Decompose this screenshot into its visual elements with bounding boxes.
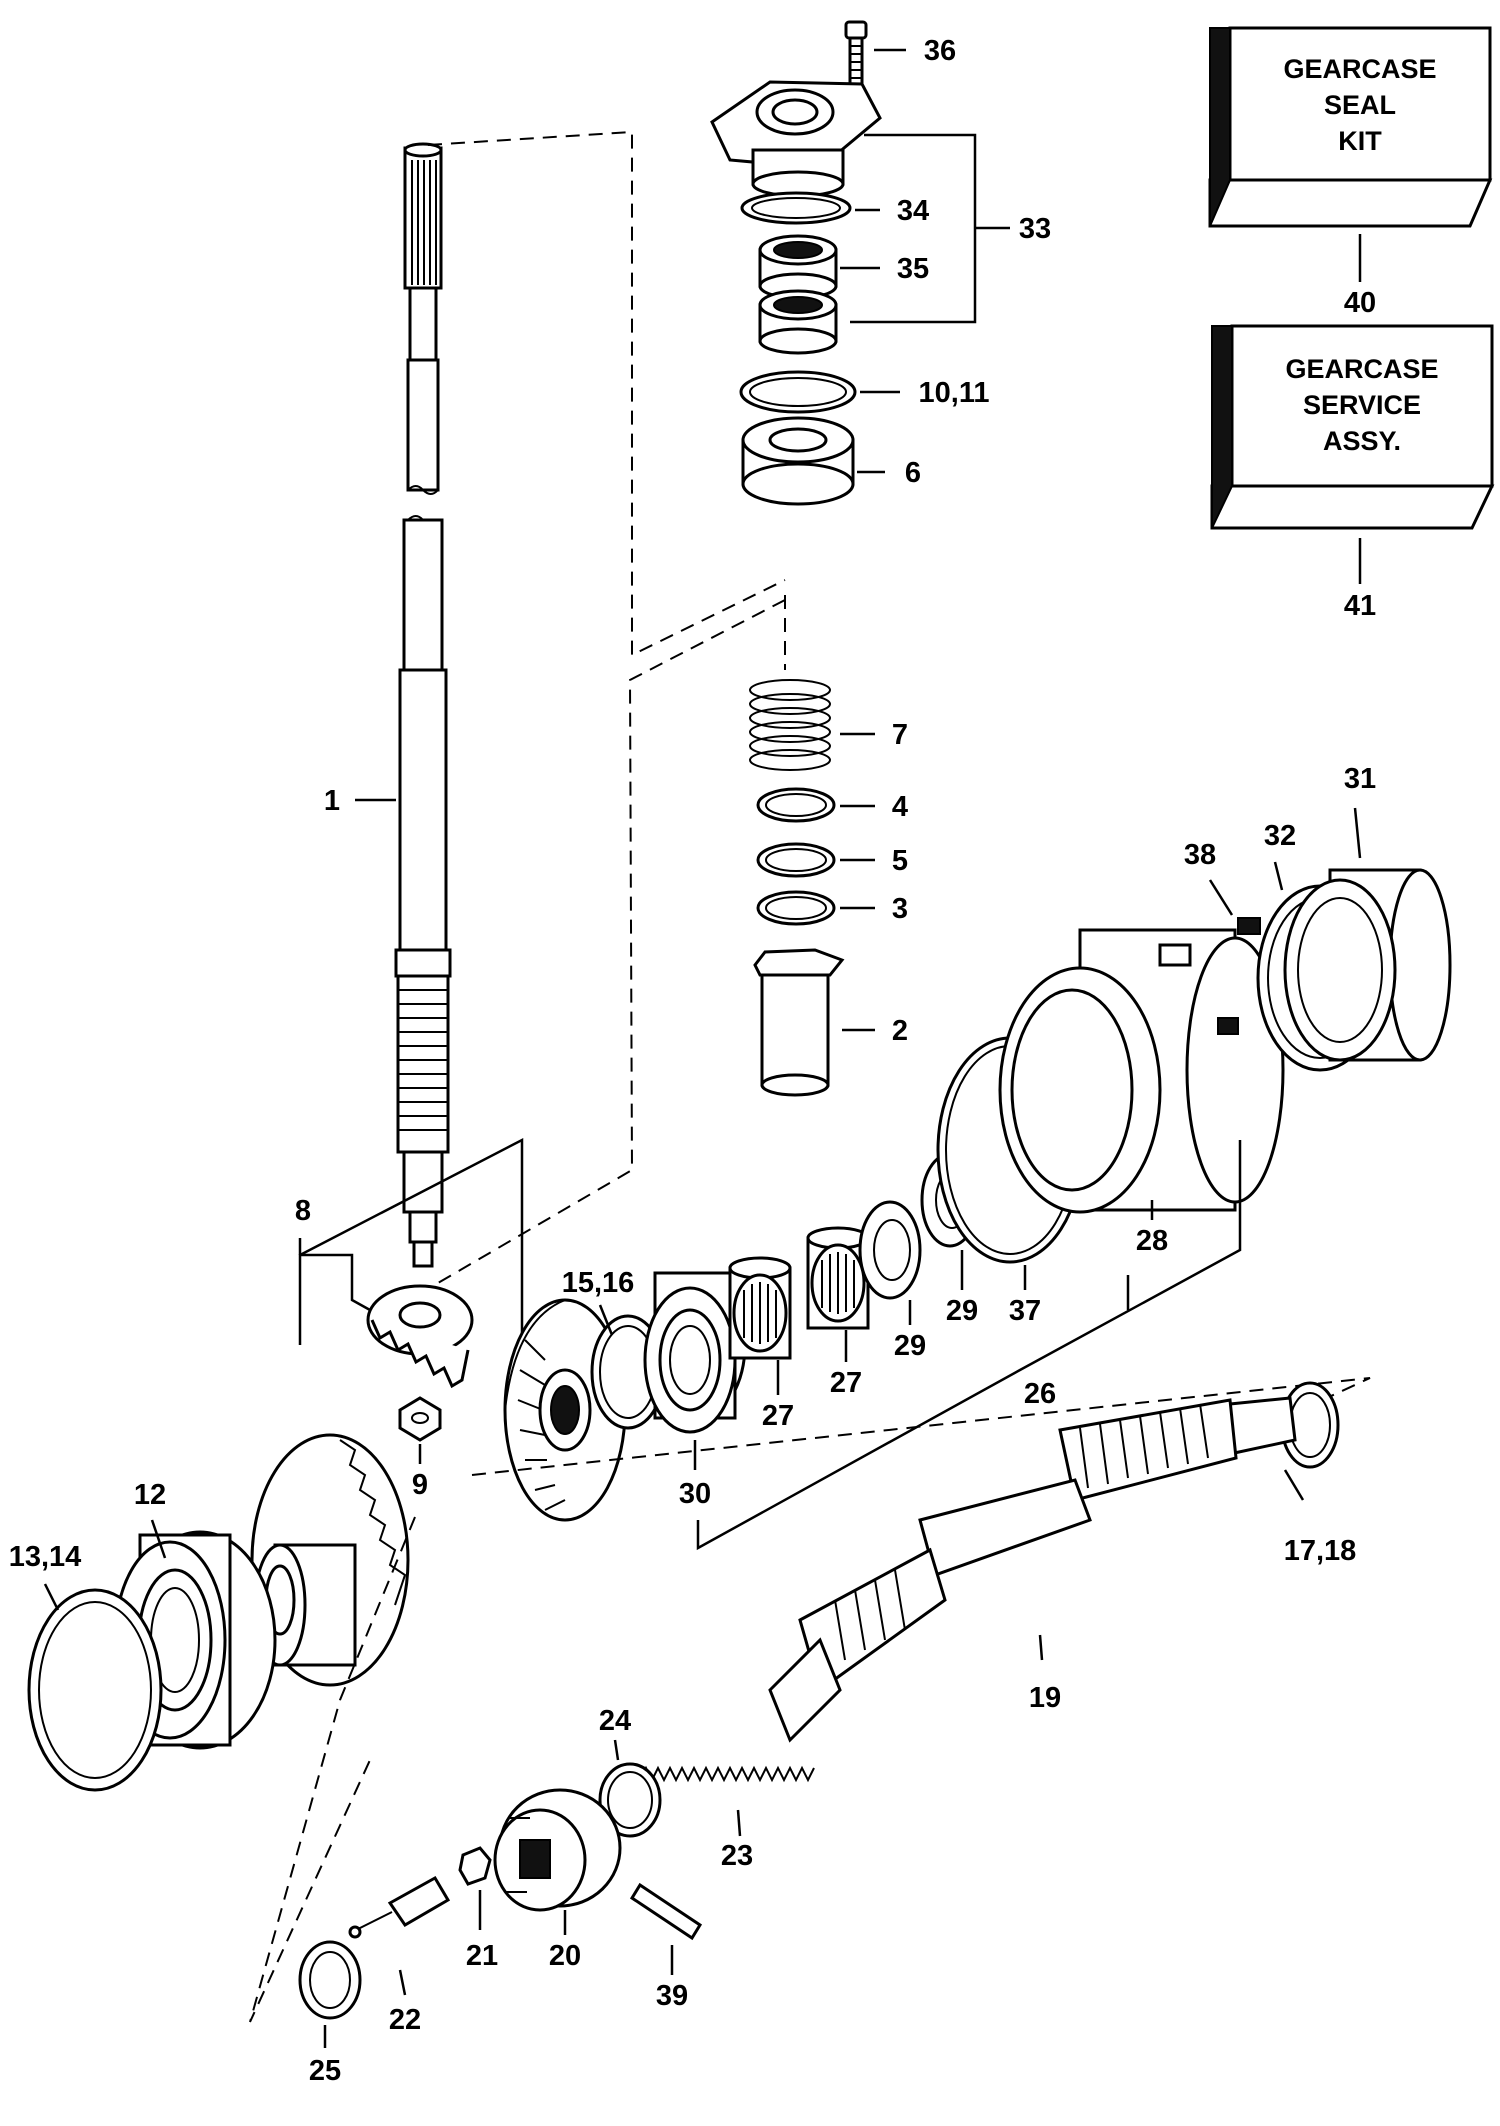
callout-5: 5	[892, 845, 908, 877]
service-assy-box-icon: GEARCASE SERVICE ASSY.	[1210, 324, 1495, 530]
callout-21: 21	[466, 1940, 498, 1972]
bearing-icon	[758, 234, 838, 300]
callout-4: 4	[892, 791, 908, 823]
ring-icon	[756, 787, 836, 823]
service-assy-line1: GEARCASE	[1285, 354, 1438, 384]
callout-40: 40	[1344, 287, 1376, 319]
callout-25: 25	[309, 2055, 341, 2087]
drive-shaft-icon	[394, 142, 452, 1268]
callout-20: 20	[549, 1940, 581, 1972]
callout-6: 6	[905, 457, 921, 489]
seal-kit-box-icon: GEARCASE SEAL KIT	[1208, 26, 1493, 228]
callout-38: 38	[1184, 839, 1216, 871]
ring-icon	[756, 890, 836, 926]
key-icon	[1237, 917, 1261, 935]
callout-29-b: 29	[946, 1295, 978, 1327]
sleeve-icon	[753, 948, 845, 1097]
spring-icon	[749, 679, 831, 771]
callout-24: 24	[599, 1705, 631, 1737]
callout-7: 7	[892, 719, 908, 751]
callout-28: 28	[1136, 1225, 1168, 1257]
ring-icon	[598, 1762, 662, 1838]
shim-ring-icon	[739, 370, 857, 414]
pinion-gear-icon	[366, 1284, 474, 1389]
ring-icon	[756, 842, 836, 878]
bearing-icon	[758, 289, 838, 355]
callout-41: 41	[1344, 590, 1376, 622]
bearing-housing-icon	[710, 80, 882, 198]
callout-29-a: 29	[894, 1330, 926, 1362]
cross-pin-icon	[458, 1846, 492, 1886]
spring-icon	[639, 1765, 815, 1783]
callout-2: 2	[892, 1015, 908, 1047]
plunger-icon	[348, 1875, 451, 1939]
callout-15-16: 15,16	[562, 1267, 635, 1299]
pin-icon	[629, 1882, 703, 1941]
bolt-icon	[844, 20, 868, 86]
washer-icon	[858, 1200, 922, 1300]
reverse-bevel-gear-icon	[250, 1433, 410, 1687]
callout-34: 34	[897, 195, 929, 227]
clutch-dog-icon	[493, 1788, 622, 1912]
propeller-shaft-icon	[768, 1381, 1340, 1743]
seal-kit-line1: GEARCASE	[1283, 54, 1436, 84]
service-assy-line3: ASSY.	[1323, 426, 1401, 456]
callout-35: 35	[897, 253, 929, 285]
callout-27-b: 27	[830, 1367, 862, 1399]
ring-icon	[298, 1940, 362, 2020]
callout-12: 12	[134, 1479, 166, 1511]
callout-9: 9	[412, 1469, 428, 1501]
callout-17-18: 17,18	[1284, 1535, 1357, 1567]
bearing-icon	[643, 1271, 747, 1434]
callout-1: 1	[324, 785, 340, 817]
callout-36: 36	[924, 35, 956, 67]
callout-33: 33	[1019, 213, 1051, 245]
callout-37: 37	[1009, 1295, 1041, 1327]
callout-22: 22	[389, 2004, 421, 2036]
shim-ring-icon	[27, 1588, 163, 1792]
callout-13-14: 13,14	[9, 1541, 82, 1573]
callout-3: 3	[892, 893, 908, 925]
nut-icon	[398, 1396, 442, 1442]
seal-kit-line3: KIT	[1338, 126, 1382, 156]
tapered-bearing-icon	[741, 416, 855, 506]
callout-32: 32	[1264, 820, 1296, 852]
callout-31: 31	[1344, 763, 1376, 795]
seal-kit-line2: SEAL	[1324, 90, 1396, 120]
ring-icon	[740, 191, 852, 225]
needle-bearing-icon	[806, 1226, 870, 1330]
service-assy-line2: SERVICE	[1303, 390, 1421, 420]
callout-30: 30	[679, 1478, 711, 1510]
callout-19: 19	[1029, 1682, 1061, 1714]
callout-27-a: 27	[762, 1400, 794, 1432]
callout-8: 8	[295, 1195, 311, 1227]
callout-23: 23	[721, 1840, 753, 1872]
callout-39: 39	[656, 1980, 688, 2012]
retainer-nut-icon	[1283, 868, 1452, 1062]
callout-26: 26	[1024, 1378, 1056, 1410]
needle-bearing-icon	[728, 1256, 792, 1360]
callout-10-11: 10,11	[919, 377, 990, 409]
